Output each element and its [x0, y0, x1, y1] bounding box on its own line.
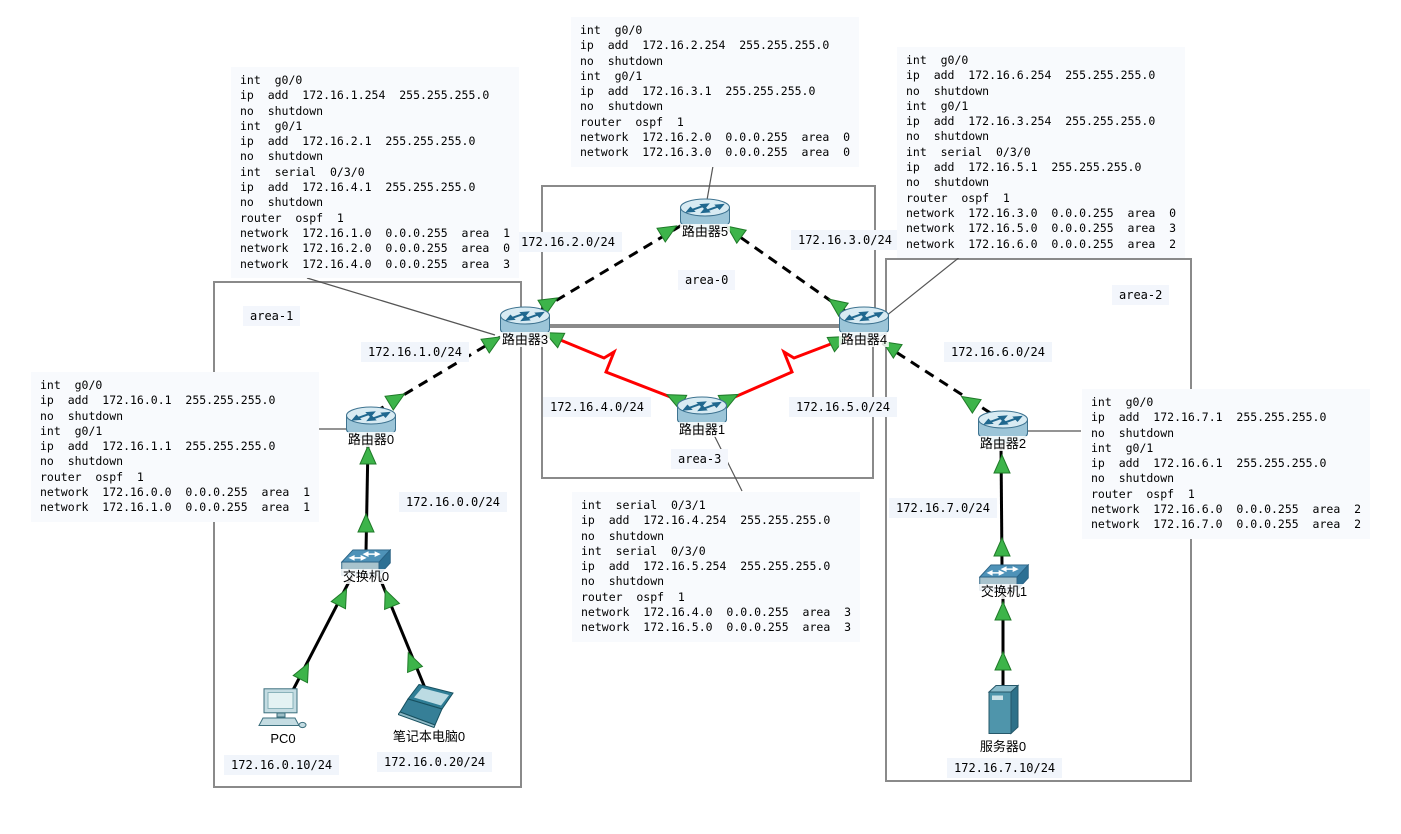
host-ip-label-server0: 172.16.7.10/24 [947, 758, 1063, 778]
link-router1-router4-serial[interactable] [720, 332, 858, 405]
note-router3-config[interactable]: int g0/0 ip add 172.16.1.254 255.255.255… [231, 67, 520, 278]
device-router3[interactable]: 路由器3 [499, 306, 551, 347]
network-label-172-16-6-0: 172.16.6.0/24 [944, 342, 1052, 362]
link-status-up-arrow [359, 444, 377, 465]
note-router5-config[interactable]: int g0/0 ip add 172.16.2.254 255.255.255… [571, 17, 860, 167]
link-status-up-arrow [994, 650, 1012, 671]
link-status-up-arrow [407, 651, 424, 674]
device-label-pc0: PC0 [268, 731, 298, 746]
link-status-up-arrow [993, 453, 1011, 474]
device-label-laptop0: 笔记本电脑0 [390, 729, 468, 744]
host-ip-label-pc0: 172.16.0.10/24 [224, 755, 340, 775]
device-laptop0[interactable]: 笔记本电脑0 [390, 684, 468, 744]
link-status-up-arrow [384, 393, 406, 411]
area-1-label: area-1 [243, 306, 301, 326]
device-router2[interactable]: 路由器2 [977, 410, 1029, 451]
note-router0-config[interactable]: int g0/0 ip add 172.16.0.1 255.255.255.0… [31, 372, 320, 522]
device-switch0[interactable]: 交换机0 [339, 549, 393, 584]
device-router1[interactable]: 路由器1 [676, 396, 728, 437]
device-switch1[interactable]: 交换机1 [977, 564, 1031, 599]
link-status-up-arrow [993, 536, 1011, 557]
network-label-172-16-5-0: 172.16.5.0/24 [789, 397, 897, 417]
device-label-router0: 路由器0 [345, 432, 397, 447]
callout-router3-note [306, 277, 496, 336]
link-status-up-arrow [480, 336, 502, 354]
area-1-boundary-box [213, 281, 522, 788]
area-0-boundary-box [541, 185, 876, 326]
link-status-up-arrow [537, 297, 559, 315]
device-label-switch1: 交换机1 [978, 584, 1030, 599]
device-label-router5: 路由器5 [679, 224, 731, 239]
link-status-up-arrow [725, 225, 748, 245]
link-status-up-arrow [330, 587, 348, 610]
network-label-172-16-4-0: 172.16.4.0/24 [543, 397, 651, 417]
device-router0[interactable]: 路由器0 [345, 406, 397, 447]
link-status-up-arrow [656, 225, 678, 243]
device-label-router2: 路由器2 [977, 436, 1029, 451]
area-0-label: area-0 [678, 270, 736, 290]
host-ip-label-laptop0: 172.16.0.20/24 [377, 752, 493, 772]
area-2-label: area-2 [1112, 285, 1170, 305]
network-label-172-16-0-0: 172.16.0.0/24 [399, 492, 507, 512]
device-pc0[interactable]: PC0 [258, 688, 308, 746]
link-status-up-arrow [384, 588, 401, 611]
network-label-172-16-2-0: 172.16.2.0/24 [514, 232, 622, 252]
device-server0[interactable]: 服务器0 [977, 684, 1029, 754]
link-status-up-arrow [960, 395, 982, 414]
link-status-up-arrow [994, 600, 1012, 621]
link-router5-router4[interactable] [712, 216, 859, 322]
network-label-172-16-1-0: 172.16.1.0/24 [361, 342, 469, 362]
link-status-up-arrow [357, 512, 375, 533]
device-label-router4: 路由器4 [838, 332, 890, 347]
device-label-router3: 路由器3 [499, 332, 551, 347]
link-status-up-arrow [292, 661, 310, 684]
pc-icon [258, 688, 308, 730]
device-label-server0: 服务器0 [977, 739, 1029, 754]
network-label-172-16-7-0: 172.16.7.0/24 [889, 498, 997, 518]
server-icon [985, 684, 1021, 738]
device-router5[interactable]: 路由器5 [679, 198, 731, 239]
device-label-switch0: 交换机0 [340, 569, 392, 584]
note-router2-config[interactable]: int g0/0 ip add 172.16.7.1 255.255.255.0… [1082, 389, 1371, 539]
device-label-router1: 路由器1 [676, 422, 728, 437]
network-label-172-16-3-0: 172.16.3.0/24 [791, 230, 899, 250]
link-status-up-arrow [827, 298, 850, 318]
link-router3-router1-serial[interactable] [540, 330, 687, 405]
laptop-icon [398, 684, 460, 728]
callout-router4-note [880, 251, 967, 321]
callout-router5-note [706, 165, 714, 201]
device-router4[interactable]: 路由器4 [838, 306, 890, 347]
area-3-label: area-3 [671, 449, 729, 469]
note-router4-config[interactable]: int g0/0 ip add 172.16.6.254 255.255.255… [897, 47, 1186, 258]
note-router1-config[interactable]: int serial 0/3/1 ip add 172.16.4.254 255… [572, 492, 861, 642]
